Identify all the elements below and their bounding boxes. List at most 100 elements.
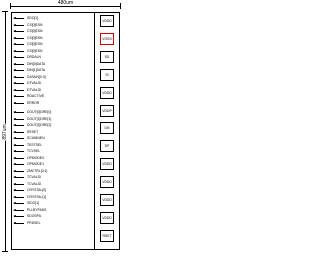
pad-sd: SD bbox=[100, 50, 114, 63]
pin-row: DATAIN[0:3] bbox=[13, 74, 88, 81]
pin-row: CS[0]ESN bbox=[13, 41, 88, 48]
pin-row: DIN[1]DATA bbox=[13, 67, 88, 74]
pad-dp: DP bbox=[100, 140, 114, 153]
pin-label: RDACTIVE bbox=[27, 94, 45, 98]
pin-label: DTVALID bbox=[27, 87, 42, 92]
arrow-left-icon bbox=[13, 17, 24, 19]
height-dimension-label: 897um bbox=[2, 122, 8, 141]
pin-row: SDOSPU bbox=[13, 213, 88, 220]
pin-label: CS[0]ESN bbox=[27, 22, 43, 27]
arrow-left-icon bbox=[13, 62, 24, 65]
pin-row: SCANINEN bbox=[13, 135, 88, 142]
pin-row: CS[0]ESN bbox=[13, 28, 88, 35]
arrow-left-icon bbox=[13, 82, 24, 84]
pin-row: SDO[1] bbox=[13, 15, 88, 22]
pin-label: DRDALN bbox=[27, 55, 41, 59]
pin-label: TESTSEL bbox=[27, 142, 43, 147]
arrow-left-icon bbox=[13, 182, 24, 185]
pin-row: DTVALID bbox=[13, 87, 88, 94]
arrow-left-icon bbox=[13, 75, 24, 78]
arrow-left-icon bbox=[13, 137, 24, 139]
arrow-left-icon bbox=[13, 95, 24, 97]
pad-vgss: VGSS bbox=[100, 32, 114, 45]
arrow-left-icon bbox=[13, 143, 24, 146]
pin-row: RESET bbox=[13, 129, 88, 136]
arrow-left-icon bbox=[13, 176, 24, 178]
arrow-left-icon bbox=[13, 215, 24, 217]
pin-label: DOUT[2]DRE[2] bbox=[27, 123, 52, 127]
pin-row: CS[0]ESN bbox=[13, 48, 88, 55]
arrow-left-icon bbox=[13, 208, 24, 211]
pin-label: CRYSTAL[1] bbox=[27, 194, 47, 199]
pin-row: TCVALID bbox=[13, 174, 88, 181]
pin-row: DIN[0]DATA bbox=[13, 61, 88, 68]
pin-label: SDOSPU bbox=[27, 214, 42, 218]
arrow-left-icon bbox=[13, 130, 24, 133]
pin-label: OPMODE1 bbox=[27, 162, 44, 166]
arrow-left-icon bbox=[13, 56, 24, 58]
pad-vddd: VDDD bbox=[100, 211, 114, 224]
arrow-left-icon bbox=[13, 88, 24, 91]
pin-row: ERROR bbox=[13, 100, 88, 107]
pin-label: SCANINEN bbox=[27, 136, 45, 140]
pad-vddd: VDDD bbox=[100, 15, 114, 27]
pin-row: TCVALID bbox=[13, 181, 88, 188]
pin-row: OPMODE0 bbox=[13, 155, 88, 162]
pin-row: PLLBYPASS bbox=[13, 207, 88, 214]
pin-label: DOUT[0]DRE[0] bbox=[27, 110, 52, 114]
pin-label: DIN[1]DATA bbox=[27, 68, 46, 72]
pin-label: DATAIN[0:3] bbox=[27, 74, 46, 79]
pin-row: CS[0]ESN bbox=[13, 22, 88, 29]
pin-row: SIDO[1] bbox=[13, 200, 88, 207]
width-dimension-label: 480um bbox=[56, 0, 75, 6]
pad-rset: RSET bbox=[100, 229, 114, 242]
pin-row: CRYSTAL[1] bbox=[13, 194, 88, 201]
arrow-left-icon bbox=[13, 23, 24, 26]
pin-label: CS[0]ESN bbox=[27, 48, 43, 53]
pin-label: SIDO[1] bbox=[27, 201, 40, 205]
arrow-left-icon bbox=[13, 36, 24, 39]
pin-label: DTVALID bbox=[27, 81, 42, 85]
pad-vddd: VDDD bbox=[100, 176, 114, 189]
arrow-left-icon bbox=[13, 101, 24, 104]
pin-row: TESTSEL bbox=[13, 142, 88, 149]
pin-label: OPMODE0 bbox=[27, 155, 44, 160]
pin-label: DOUT[1]DRE[1] bbox=[27, 116, 52, 121]
pad-vddp: VDDP bbox=[100, 104, 114, 117]
arrow-left-icon bbox=[13, 202, 24, 204]
pin-row: DOUT[2]DRE[2] bbox=[13, 122, 88, 129]
pin-label: DIN[0]DATA bbox=[27, 61, 46, 66]
pin-row: DTVALID bbox=[13, 80, 88, 87]
arrow-left-icon bbox=[13, 156, 24, 159]
arrow-left-icon bbox=[13, 221, 24, 224]
pin-label: CS[0]ESN bbox=[27, 29, 43, 33]
arrow-left-icon bbox=[13, 124, 24, 126]
arrow-left-icon bbox=[13, 163, 24, 165]
pin-label: TCVALID bbox=[27, 175, 42, 179]
pad-dn: DN bbox=[100, 122, 114, 135]
arrow-left-icon bbox=[13, 49, 24, 52]
pin-row: TCVSEL bbox=[13, 148, 88, 155]
chip-outline bbox=[11, 12, 120, 250]
pin-label: PLLBYPASS bbox=[27, 207, 47, 212]
pin-row: PRDSEL bbox=[13, 220, 88, 227]
arrow-left-icon bbox=[13, 117, 24, 120]
pin-row: OPMODE1 bbox=[13, 161, 88, 168]
arrow-left-icon bbox=[13, 195, 24, 198]
pin-row: DRDALN bbox=[13, 54, 88, 61]
pin-label: ERROR bbox=[27, 100, 40, 105]
pin-row: ZMCTRL[0:1] bbox=[13, 168, 88, 175]
pad-vddd: VDDD bbox=[100, 86, 114, 99]
pin-label: TCVSEL bbox=[27, 149, 41, 153]
pin-label: ZMCTRL[0:1] bbox=[27, 168, 48, 173]
height-dimension: 897um bbox=[2, 11, 8, 252]
arrow-left-icon bbox=[13, 69, 24, 71]
arrow-left-icon bbox=[13, 169, 24, 172]
pin-row: CS[0]ESN bbox=[13, 35, 88, 42]
width-dimension: 480um bbox=[10, 0, 121, 9]
pin-label: SDO[1] bbox=[27, 16, 39, 20]
pin-row: DOUT[1]DRE[1] bbox=[13, 116, 88, 123]
arrow-left-icon bbox=[13, 43, 24, 45]
